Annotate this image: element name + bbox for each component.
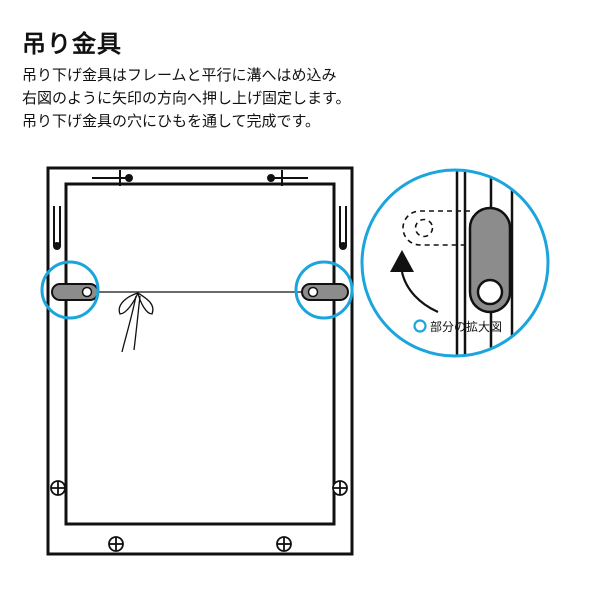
frame-outer xyxy=(46,166,354,556)
string-knot xyxy=(118,292,154,353)
frame-grooves xyxy=(65,190,335,520)
detail-caption: 部分の拡大図 xyxy=(430,319,502,334)
top-clip-right xyxy=(267,170,308,186)
screw-bottom-left xyxy=(108,536,124,552)
detail-hanger-outline-dashed xyxy=(402,210,470,246)
side-slot-left xyxy=(53,206,61,250)
push-up-arrow xyxy=(390,250,439,314)
instruction-line-1: 吊り下げ金具はフレームと平行に溝へはめ込み xyxy=(22,66,337,84)
hanger-left xyxy=(51,283,99,301)
frame xyxy=(46,166,354,556)
detail-view: 部分の拡大図 xyxy=(360,168,550,358)
side-slot-right xyxy=(339,206,347,250)
highlight-circle-left xyxy=(40,260,100,320)
highlight-circle-right xyxy=(294,260,354,320)
screw-left xyxy=(50,480,66,496)
page-title: 吊り金具 xyxy=(22,30,122,58)
caption-circle-marker xyxy=(413,319,427,333)
screw-bottom-right xyxy=(276,536,292,552)
detail-hanger xyxy=(468,206,512,314)
instruction-line-3: 吊り下げ金具の穴にひもを通して完成です。 xyxy=(22,112,321,130)
instruction-line-2: 右図のように矢印の方向へ押し上げ固定します。 xyxy=(22,89,351,107)
instructions: 吊り下げ金具はフレームと平行に溝へはめ込み 右図のように矢印の方向へ押し上げ固定… xyxy=(22,64,582,133)
top-clip-left xyxy=(92,170,133,186)
screw-right xyxy=(332,480,348,496)
detail-border xyxy=(360,168,550,358)
hanger-right xyxy=(301,283,349,301)
frame-inner xyxy=(64,182,336,526)
